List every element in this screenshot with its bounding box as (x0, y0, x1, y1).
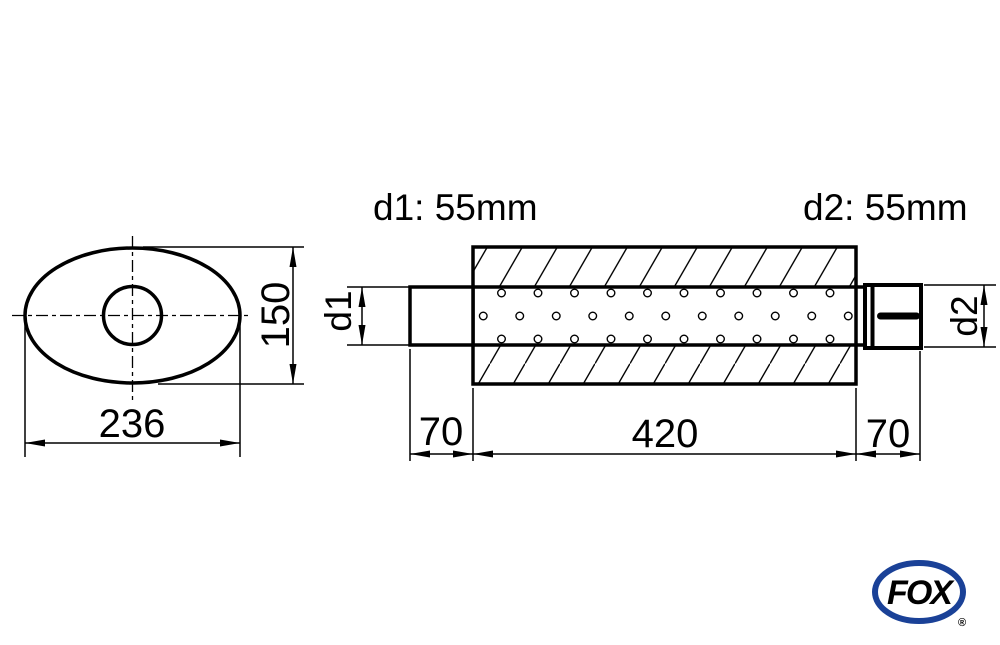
d1-pipe-label: d1 (318, 290, 359, 331)
dim-height-150: 150 (143, 246, 304, 385)
dim-d1: d1 (318, 286, 410, 346)
d2-pipe-label: d2 (944, 295, 985, 336)
arrowhead-up (358, 287, 366, 307)
arrowhead-right (900, 450, 920, 458)
inner-pipe-circle (101, 284, 164, 347)
arrowhead-down (980, 327, 988, 347)
dim-d2: d2 (924, 284, 996, 348)
body-length-text: 420 (632, 412, 699, 456)
d2-spec-label: d2: 55mm (803, 187, 968, 228)
hatch-band-bottom (473, 344, 856, 384)
front-view: 236 150 (12, 236, 304, 457)
fox-logo-registered-mark: ® (958, 617, 966, 629)
outlet-nozzle (856, 283, 923, 350)
arrowhead-down (289, 364, 297, 384)
arrowhead-down (358, 325, 366, 345)
dim-lengths: 70 420 70 (409, 349, 921, 461)
muffler-body (471, 245, 858, 386)
fox-logo-text: FOX (887, 574, 955, 612)
d1-spec-label: d1: 55mm (373, 187, 538, 228)
height-dim-text: 150 (254, 282, 298, 349)
fox-logo: FOX ® (872, 560, 966, 629)
dim-width-236: 236 (24, 322, 241, 457)
nozzle-slot (877, 312, 920, 320)
perforation-area (474, 288, 855, 344)
arrowhead-right (836, 450, 856, 458)
arrowhead-right (453, 450, 473, 458)
arrowhead-left (473, 450, 493, 458)
arrowhead-up (289, 247, 297, 267)
arrowhead-left (25, 439, 45, 447)
fox-logo-ellipse (872, 560, 966, 624)
arrowhead-right (220, 439, 240, 447)
outlet-length-text: 70 (866, 412, 911, 456)
width-dim-text: 236 (99, 402, 166, 446)
inlet-length-text: 70 (419, 410, 464, 454)
arrowhead-up (980, 285, 988, 305)
inlet-pipe (408, 285, 475, 347)
oval-shell-outline (23, 246, 242, 385)
arrowhead-left (856, 450, 876, 458)
hatch-band-top (473, 247, 856, 287)
side-view: d1: 55mm d2: 55mm (318, 187, 996, 461)
arrowhead-left (410, 450, 430, 458)
